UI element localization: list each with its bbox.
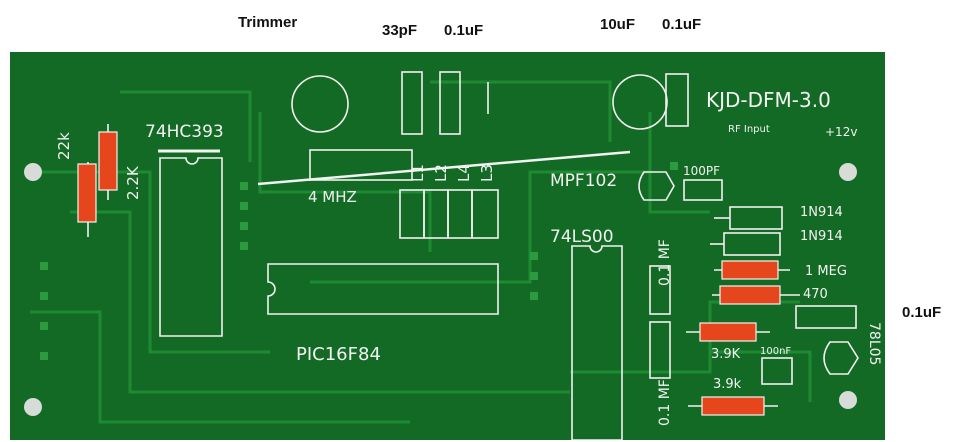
cap-0-1uf-label-side: 0.1uF xyxy=(902,304,942,321)
mounting-hole xyxy=(839,391,857,409)
crystal-outline xyxy=(309,149,413,181)
r2k2-label: 2.2K xyxy=(124,165,142,200)
pcb-drawing: KJD-DFM-3.0 RF Input +12v 22k 2.2K 74HC3… xyxy=(10,52,885,440)
fet-label: MPF102 xyxy=(550,171,617,191)
cap-0-1mf-lower-label: 0.1 MF xyxy=(657,379,673,426)
resistor-1meg xyxy=(721,260,779,280)
r22k-label: 22k xyxy=(55,132,73,160)
regulator-label: 78L05 xyxy=(866,322,882,365)
ic-74ls00-outline xyxy=(571,245,623,440)
cap-100pf-outline xyxy=(683,179,723,201)
mcu-outline xyxy=(267,263,499,315)
trimmer-label: Trimmer xyxy=(238,14,298,31)
cap-0-1uf-label-left: 0.1uF xyxy=(444,22,484,39)
silk-line xyxy=(257,150,631,186)
resistor-2-2k xyxy=(98,131,118,191)
ic-74hc393-label: 74HC393 xyxy=(145,122,224,142)
pcb-traces xyxy=(30,80,812,424)
cap-10uf-outline xyxy=(612,74,668,130)
mounting-holes xyxy=(24,163,857,416)
mounting-hole xyxy=(24,398,42,416)
rf-input-label: RF Input xyxy=(728,124,770,135)
ic-74hc393-outline xyxy=(159,157,223,337)
board-name: KJD-DFM-3.0 xyxy=(706,88,831,112)
cap-0-1uf-side-outline xyxy=(795,305,857,329)
mounting-hole xyxy=(839,163,857,181)
cap-100nf-outline xyxy=(761,357,793,385)
coil-l4-label: L4 xyxy=(455,164,473,182)
cap-0-1uf-label-right: 0.1uF xyxy=(662,16,702,33)
fet-outline xyxy=(638,171,675,201)
mcu-label: PIC16F84 xyxy=(296,344,381,365)
coil-l2-label: L2 xyxy=(432,164,450,182)
resistor-3-9k-1 xyxy=(699,322,757,342)
r-3-9k-2-label: 3.9k xyxy=(713,377,742,392)
regulator-outline xyxy=(823,341,859,375)
coil-l3-label: L3 xyxy=(478,164,496,182)
cap-100nf-label: 100nF xyxy=(760,346,791,357)
cap-100pf-label: 100PF xyxy=(683,164,720,178)
cap-33pf-outline xyxy=(401,71,423,135)
cap-0-1uf-outline xyxy=(439,71,461,135)
coil-l3-outline xyxy=(471,189,499,239)
crystal-label: 4 MHZ xyxy=(308,188,357,206)
power-label: +12v xyxy=(825,125,857,139)
diode-2-label: 1N914 xyxy=(800,229,843,244)
pcb-substrate xyxy=(10,52,885,440)
cap-33pf-label: 33pF xyxy=(382,22,418,39)
cap-0-1mf-upper-outline xyxy=(649,265,671,315)
pcb-pads xyxy=(40,162,678,360)
resistor-22k xyxy=(77,163,97,223)
ic-74ls00-label: 74LS00 xyxy=(550,227,614,247)
cap-0-1mf-lower-outline xyxy=(649,321,671,379)
diode-1-label: 1N914 xyxy=(800,205,843,220)
trimmer-outline xyxy=(291,75,349,133)
r-470-label: 470 xyxy=(803,287,828,302)
r-3-9k-1-label: 3.9K xyxy=(711,347,741,362)
cap-0-1mf-upper-label: 0.1 MF xyxy=(657,239,673,286)
pcb-board: KJD-DFM-3.0 RF Input +12v 22k 2.2K 74HC3… xyxy=(10,52,885,440)
resistor-470 xyxy=(719,285,781,305)
cap-0-1uf-outline-right xyxy=(665,73,689,127)
coil-l1-label: L1 xyxy=(409,164,427,182)
r-1meg-label: 1 MEG xyxy=(805,264,847,279)
resistor-3-9k-2 xyxy=(701,396,765,416)
cap-10uf-label: 10uF xyxy=(600,16,636,33)
mounting-hole xyxy=(24,163,42,181)
